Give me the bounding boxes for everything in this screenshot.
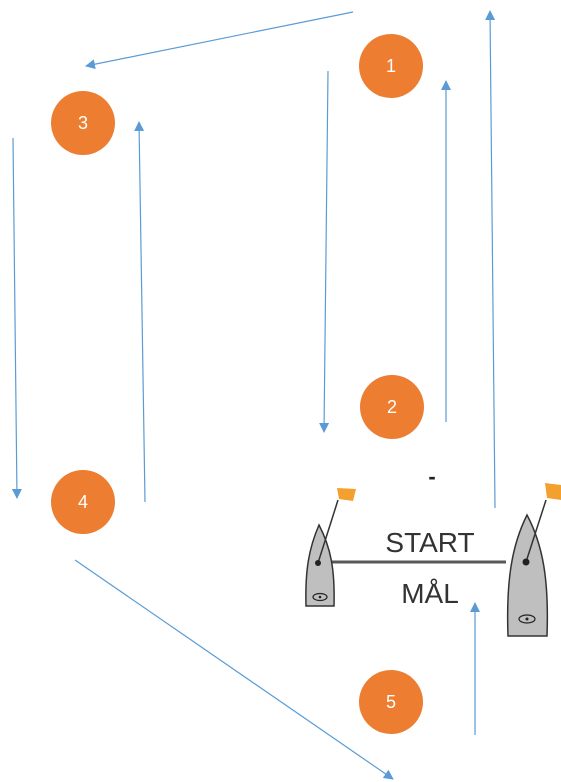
arrow-mark3-up — [134, 121, 146, 503]
mark-3: 3 — [51, 91, 115, 155]
mark-5: 5 — [359, 670, 423, 734]
arrow-left-down — [11, 137, 22, 499]
arrow-bottom-diagonal — [74, 559, 394, 780]
arrow-mark1-down — [319, 70, 330, 433]
right-boat-hull — [506, 513, 549, 637]
right-boat — [506, 483, 561, 637]
left-flag-pole — [317, 499, 339, 564]
mark-2-label: 2 — [387, 397, 397, 417]
mark-1: 1 — [359, 34, 423, 98]
right-boat-mast — [522, 558, 530, 566]
mark-4-circle — [51, 470, 115, 534]
right-boat-hatch-dot — [525, 617, 529, 621]
mark-3-circle — [51, 91, 115, 155]
left-boat-hull — [305, 523, 335, 607]
mark-3-label: 3 — [78, 113, 88, 133]
left-boat-hatch — [312, 592, 328, 602]
mark-1-label: 1 — [386, 56, 396, 76]
mark-4-label: 4 — [78, 492, 88, 512]
mark-2-circle — [360, 375, 424, 439]
course-arrows — [11, 10, 496, 780]
small-dash: - — [428, 464, 435, 489]
left-boat-hatch-dot — [318, 595, 322, 599]
right-boat-hatch — [518, 614, 536, 624]
left-flag-icon — [337, 488, 356, 501]
right-flag-pole — [525, 499, 547, 563]
mark-4: 4 — [51, 470, 115, 534]
arrow-top-leftward — [85, 11, 354, 70]
left-boat — [305, 488, 356, 607]
start-label: START — [385, 527, 474, 558]
arrow-far-right-up — [485, 10, 496, 509]
mark-5-circle — [359, 670, 423, 734]
mark-1-circle — [359, 34, 423, 98]
mark-5-label: 5 — [386, 692, 396, 712]
right-flag-icon — [545, 483, 561, 500]
finish-label: MÅL — [401, 578, 459, 609]
left-boat-mast — [315, 560, 321, 566]
mark-2: 2 — [360, 375, 424, 439]
